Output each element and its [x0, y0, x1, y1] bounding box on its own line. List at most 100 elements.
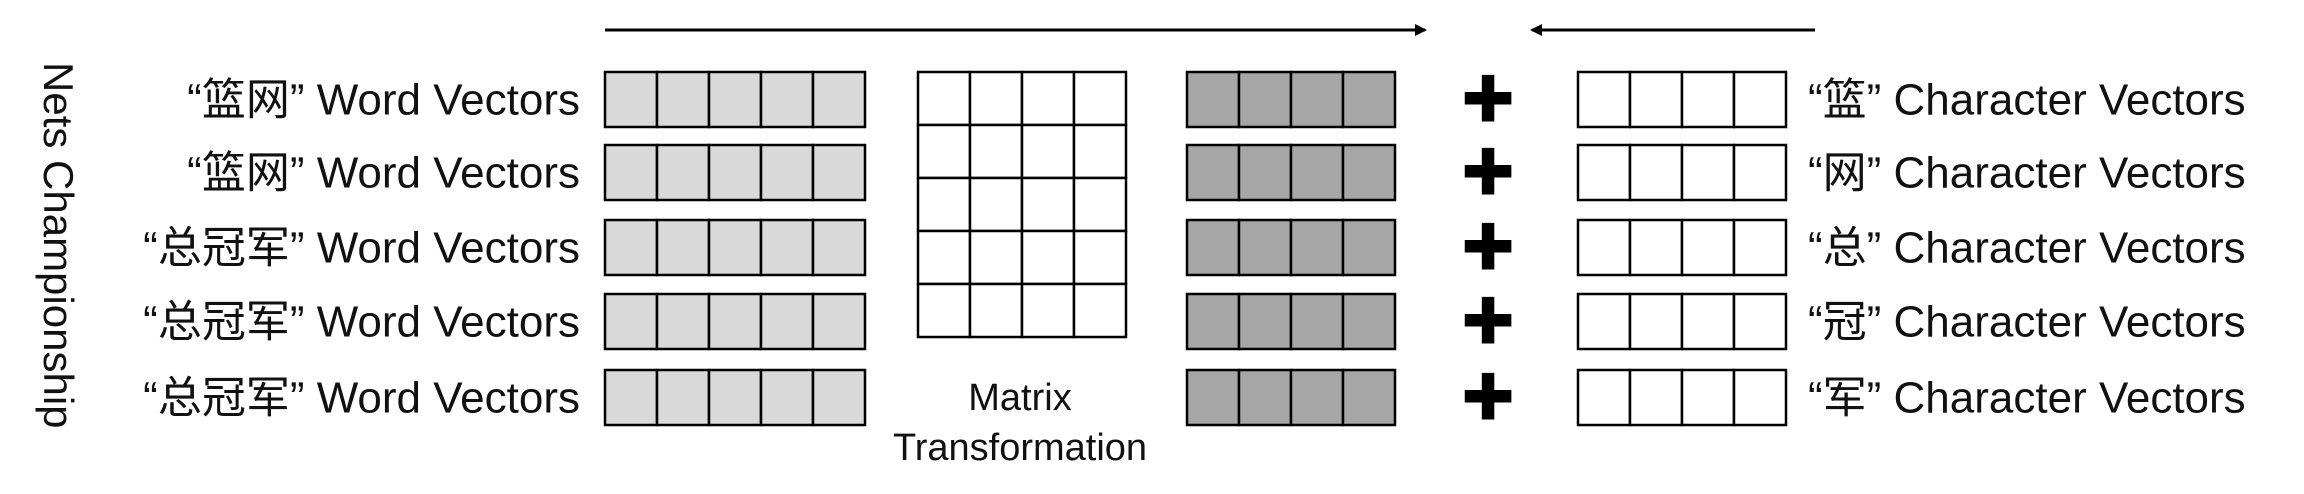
projected-vector-cell — [1237, 368, 1293, 427]
matrix-cell — [916, 282, 972, 339]
word-vector-label: “总冠军” Word Vectors — [143, 374, 580, 423]
matrix-label-line2: Transformation — [893, 427, 1147, 469]
character-vector-label: “网” Character Vectors — [1808, 149, 2246, 198]
word-vector-cell — [759, 143, 815, 202]
matrix-cell — [1072, 282, 1128, 339]
character-vector-cell — [1680, 218, 1736, 277]
matrix-cell — [1072, 176, 1128, 233]
matrix-cell — [968, 229, 1024, 286]
character-vector-cell — [1576, 70, 1632, 129]
character-vector-cell — [1576, 143, 1632, 202]
projected-vector-cell — [1185, 218, 1241, 277]
projected-word-vector — [1185, 218, 1397, 277]
character-vector-cell — [1732, 70, 1788, 129]
word-vector-label: “总冠军” Word Vectors — [143, 298, 580, 347]
word-vector-cell — [655, 143, 711, 202]
word-vector-cell — [655, 70, 711, 129]
character-vector — [1576, 218, 1788, 277]
character-vector-cell — [1576, 368, 1632, 427]
word-vector — [603, 292, 867, 351]
row-2: “篮网” Word Vectors✚“网” Character Vectors — [187, 137, 2246, 211]
word-vector-cell — [603, 143, 659, 202]
word-vector-cell — [811, 292, 867, 351]
matrix-cell — [1072, 123, 1128, 180]
word-vector-cell — [655, 292, 711, 351]
character-vector-cell — [1680, 292, 1736, 351]
matrix-cell — [916, 70, 972, 127]
projected-vector-cell — [1237, 70, 1293, 129]
row-5: “总冠军” Word Vectors✚“军” Character Vectors — [143, 362, 2246, 436]
word-vector-cell — [655, 218, 711, 277]
word-vector-cell — [811, 368, 867, 427]
projected-vector-cell — [1185, 292, 1241, 351]
word-vector-cell — [707, 70, 763, 129]
character-vector — [1576, 70, 1788, 129]
character-vector-cell — [1680, 70, 1736, 129]
word-vector-cell — [707, 292, 763, 351]
side-label: Nets Championship — [35, 62, 82, 429]
word-vector-cell — [811, 218, 867, 277]
word-vector-cell — [811, 70, 867, 129]
row-1: “篮网” Word Vectors ✚ “篮” Character Vectors — [187, 64, 2246, 138]
projected-vector-cell — [1289, 143, 1345, 202]
character-vector-cell — [1732, 143, 1788, 202]
word-vector-cell — [603, 70, 659, 129]
character-vector-label: “篮” Character Vectors — [1808, 76, 2246, 125]
matrix-cell — [1020, 229, 1076, 286]
word-vector-cell — [707, 143, 763, 202]
projected-vector-cell — [1237, 218, 1293, 277]
word-vector-cell — [759, 70, 815, 129]
character-vector-cell — [1680, 143, 1736, 202]
matrix-label-line1: Matrix — [968, 377, 1071, 419]
character-vector-cell — [1576, 292, 1632, 351]
character-vector-cell — [1628, 368, 1684, 427]
projected-vector-cell — [1237, 292, 1293, 351]
projected-vector-cell — [1341, 368, 1397, 427]
matrix-cell — [968, 176, 1024, 233]
character-vector-cell — [1732, 368, 1788, 427]
projected-word-vector — [1185, 143, 1397, 202]
plus-icon: ✚ — [1461, 137, 1515, 211]
word-vector-label: “篮网” Word Vectors — [187, 76, 580, 125]
matrix-cell — [1020, 70, 1076, 127]
word-vector-cell — [759, 218, 815, 277]
word-vector — [603, 368, 867, 427]
character-vector-cell — [1628, 292, 1684, 351]
character-vector — [1576, 143, 1788, 202]
projected-vector-cell — [1185, 368, 1241, 427]
character-vector — [1576, 292, 1788, 351]
character-vector-cell — [1628, 218, 1684, 277]
plus-icon: ✚ — [1461, 64, 1515, 138]
matrix-cell — [916, 176, 972, 233]
character-vector-cell — [1680, 368, 1736, 427]
word-vector-cell — [707, 218, 763, 277]
matrix-cell — [1020, 282, 1076, 339]
projected-vector-cell — [1341, 143, 1397, 202]
word-vector — [603, 143, 867, 202]
matrix-cell — [1020, 123, 1076, 180]
word-vector-cell — [603, 218, 659, 277]
character-vector-cell — [1628, 143, 1684, 202]
rows-layer: “篮网” Word Vectors✚“篮” Character Vectors“… — [143, 64, 2246, 436]
plus-icon: ✚ — [1461, 286, 1515, 360]
projected-vector-cell — [1341, 292, 1397, 351]
character-vector-label: “冠” Character Vectors — [1808, 298, 2246, 347]
word-vector — [603, 70, 867, 129]
character-vector — [1576, 368, 1788, 427]
plus-icon: ✚ — [1461, 362, 1515, 436]
matrix-cell — [968, 282, 1024, 339]
projected-word-vector — [1185, 292, 1397, 351]
character-vector-cell — [1628, 70, 1684, 129]
projected-vector-cell — [1341, 218, 1397, 277]
word-vector-label: “总冠军” Word Vectors — [143, 224, 580, 273]
matrix-cell — [1072, 70, 1128, 127]
projected-vector-cell — [1289, 70, 1345, 129]
character-vector-cell — [1732, 292, 1788, 351]
plus-icon: ✚ — [1461, 212, 1515, 286]
projected-vector-cell — [1289, 218, 1345, 277]
projected-vector-cell — [1185, 70, 1241, 129]
character-vector-label: “总” Character Vectors — [1808, 224, 2246, 273]
word-vector-cell — [759, 292, 815, 351]
word-vector-cell — [759, 368, 815, 427]
